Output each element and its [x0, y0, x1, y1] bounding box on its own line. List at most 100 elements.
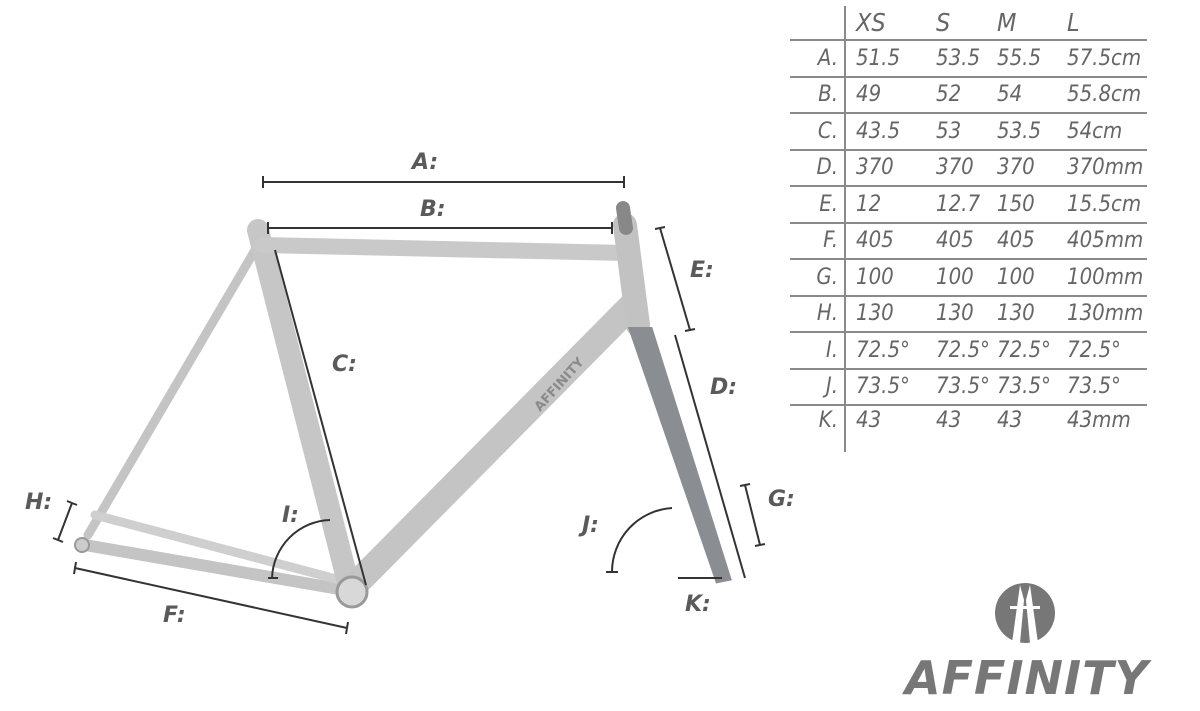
table-cell: 72.5°: [1067, 332, 1147, 370]
row-label: E.: [790, 186, 846, 224]
table-cell: 100: [936, 259, 997, 297]
fork: [627, 327, 732, 584]
table-cell: 55.5: [997, 40, 1067, 78]
dim-label-j: J:: [582, 513, 599, 538]
top-tube: [254, 237, 633, 261]
table-cell: 73.5°: [1067, 368, 1147, 406]
col-header: S: [936, 6, 997, 41]
row-label: F.: [790, 222, 846, 260]
dim-label-i: I:: [282, 503, 299, 528]
table-cell: 370: [845, 149, 936, 187]
col-header: XS: [845, 6, 936, 41]
table-cell: 405mm: [1067, 222, 1147, 260]
table-cell: 15.5cm: [1067, 186, 1147, 224]
row-label: C.: [790, 113, 846, 151]
dim-line-h: [52, 500, 78, 543]
col-header: L: [1067, 6, 1147, 41]
dimension-lines: [52, 176, 766, 635]
table-cell: 130: [845, 295, 936, 333]
steerer: [616, 201, 633, 235]
dim-label-f: F:: [163, 603, 186, 628]
table-cell: 57.5cm: [1067, 40, 1147, 78]
table-row: I.72.5°72.5°72.5°72.5°: [790, 332, 1147, 370]
dim-label-h: H:: [25, 490, 53, 515]
dim-line-b: [267, 222, 613, 234]
table-cell: 12: [845, 186, 936, 224]
table-cell: 370mm: [1067, 149, 1147, 187]
table-cell: 53: [936, 113, 997, 151]
table-cell: 54cm: [1067, 113, 1147, 151]
table-cell: 72.5°: [997, 332, 1067, 370]
row-label: D.: [790, 149, 846, 187]
table-cell: 100: [997, 259, 1067, 297]
row-label: B.: [790, 76, 846, 114]
table-cell: 73.5°: [997, 368, 1067, 406]
dim-label-d: D:: [710, 375, 738, 400]
table-cell: 72.5°: [936, 332, 997, 370]
row-label: H.: [790, 295, 846, 333]
seat-tube: [247, 219, 361, 601]
dim-label-k: K:: [685, 592, 711, 617]
table-header-row: XS S M L: [790, 6, 1147, 41]
table-cell: 73.5°: [936, 368, 997, 406]
dim-line-d: [674, 334, 746, 579]
col-header: M: [997, 6, 1067, 41]
dim-label-b: B:: [420, 197, 446, 222]
table-cell: 370: [997, 149, 1067, 187]
down-tube: [342, 292, 645, 598]
dim-label-g: G:: [768, 487, 795, 512]
table-cell: 55.8cm: [1067, 76, 1147, 114]
row-label: J.: [790, 368, 846, 406]
table-row: K. 43 43 43 43mm: [790, 405, 1147, 452]
table-cell: 49: [845, 76, 936, 114]
table-row: J.73.5°73.5°73.5°73.5°: [790, 368, 1147, 406]
table-cell: 405: [936, 222, 997, 260]
table-cell: 130: [997, 295, 1067, 333]
table-cell: 43: [936, 408, 962, 433]
chain-stay-upper: [90, 510, 345, 585]
table-cell: 52: [936, 76, 997, 114]
dim-line-g: [739, 483, 766, 547]
table-cell: 100mm: [1067, 259, 1147, 297]
table-cell: 53.5: [936, 40, 997, 78]
bottom-bracket: [335, 575, 369, 609]
dim-line-c: [274, 249, 367, 586]
table-cell: 43: [856, 408, 882, 433]
table-cell: 54: [997, 76, 1067, 114]
table-cell: 130: [936, 295, 997, 333]
table-cell: 53.5: [997, 113, 1067, 151]
chain-stay: [79, 539, 351, 596]
row-label: K.: [790, 405, 846, 452]
table-cell: 43mm: [1067, 408, 1131, 433]
angle-arc-i: [268, 519, 331, 579]
row-label: I.: [790, 332, 846, 370]
bike-frame: [74, 201, 732, 609]
table-cell: 51.5: [845, 40, 936, 78]
angle-arc-j: [606, 507, 673, 573]
table-cell: 130mm: [1067, 295, 1147, 333]
row-label: G.: [790, 259, 846, 297]
dim-label-e: E:: [690, 258, 714, 283]
row-label: A.: [790, 40, 846, 78]
seat-stay: [83, 240, 263, 540]
table-cell: 43: [997, 408, 1023, 433]
table-cell: 100: [845, 259, 936, 297]
table-cell: 150: [997, 186, 1067, 224]
table-cell: 405: [845, 222, 936, 260]
table-cell: 370: [936, 149, 997, 187]
dim-label-c: C:: [332, 352, 357, 377]
dim-line-f: [73, 561, 349, 635]
dim-line-e: [654, 226, 696, 332]
table-cell: 12.7: [936, 186, 997, 224]
dim-label-a: A:: [412, 150, 439, 175]
